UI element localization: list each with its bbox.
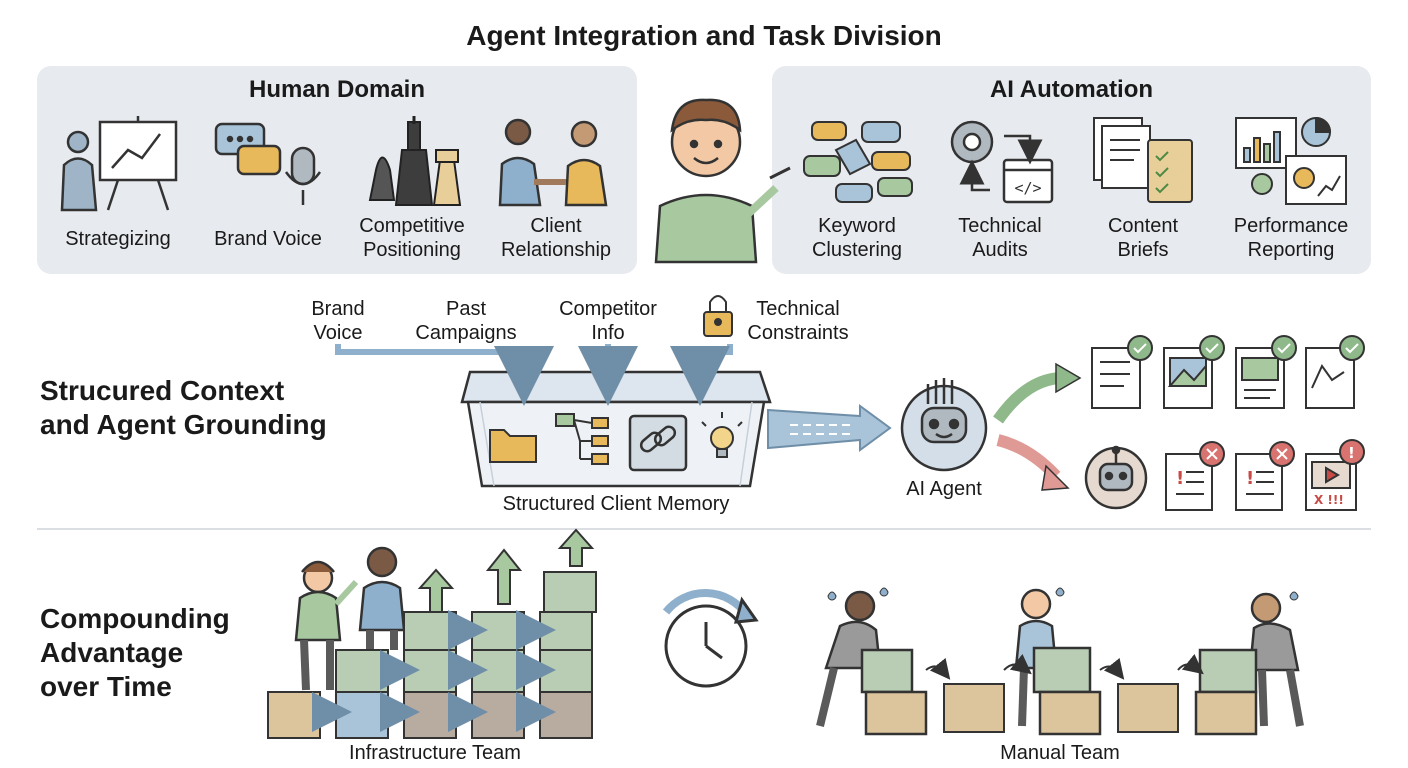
manual-worker-2 <box>1014 588 1102 736</box>
infra-flow-arrows <box>312 610 556 732</box>
human-item-competitive-line1: Competitive <box>359 215 465 237</box>
agent-label: AI Agent <box>906 478 982 500</box>
svg-text:!: ! <box>1246 468 1254 489</box>
compounding-heading-line3: over Time <box>40 671 172 702</box>
document-check-icon <box>1091 335 1153 409</box>
clock-icon <box>662 588 759 688</box>
document-error-icon: ! <box>1235 441 1295 511</box>
manual-worker-1 <box>816 590 928 736</box>
keyword-bubbles-icon <box>803 121 913 203</box>
failed-robot-icon <box>1084 445 1148 510</box>
context-heading-line1: Strucured Context <box>40 375 285 406</box>
svg-text:</>: </> <box>1014 179 1041 197</box>
ai-item-reporting-line2: Reporting <box>1247 239 1335 261</box>
ai-agent-robot-icon <box>900 378 988 472</box>
context-heading-line2: and Agent Grounding <box>40 409 327 440</box>
memory-to-agent-arrow <box>767 404 892 452</box>
infra-people-icon <box>294 546 406 691</box>
input-competitor-line1: Competitor <box>559 298 657 320</box>
video-error-icon: X !!! ! <box>1305 439 1365 511</box>
image-check-icon <box>1163 335 1225 409</box>
svg-text:!: ! <box>1348 444 1355 462</box>
context-input-arrows <box>335 344 733 406</box>
manual-loose-boxes <box>943 683 1179 733</box>
input-past-campaigns-line1: Past <box>445 298 487 320</box>
lock-icon <box>703 295 733 337</box>
success-arrow <box>993 372 1061 424</box>
svg-text:!: ! <box>1176 468 1184 489</box>
input-technical-line1: Technical <box>756 298 840 320</box>
handshake-icon <box>498 118 608 207</box>
ai-item-keyword-line2: Clustering <box>811 239 903 261</box>
input-competitor-line2: Info <box>591 322 625 344</box>
sweat-drops <box>827 587 1299 601</box>
link-icon <box>628 414 688 472</box>
human-domain-heading: Human Domain <box>248 76 425 103</box>
infra-growth-arrows <box>417 528 595 613</box>
svg-text:X !!!: X !!! <box>1314 493 1344 507</box>
presentation-icon <box>60 116 178 212</box>
ai-item-briefs-line2: Briefs <box>1117 239 1169 261</box>
human-item-client-line1: Client <box>530 215 582 237</box>
speech-microphone-icon <box>214 122 322 205</box>
chess-icon <box>368 116 462 206</box>
manual-team-label: Manual Team <box>1000 742 1120 764</box>
input-brand-voice-line1: Brand <box>311 298 365 320</box>
documents-checklist-icon <box>1093 117 1193 203</box>
folder-icon <box>489 429 537 463</box>
ai-item-briefs-line1: Content <box>1107 215 1179 237</box>
compounding-heading-line2: Advantage <box>40 637 184 668</box>
infra-team-label: Infrastructure Team <box>349 742 521 764</box>
ai-item-reporting-line1: Performance <box>1233 215 1349 237</box>
ai-automation-panel <box>772 66 1371 274</box>
memory-label: Structured Client Memory <box>502 493 730 515</box>
manual-worker-3 <box>1194 592 1304 736</box>
ai-item-keyword-line1: Keyword <box>818 215 896 237</box>
manual-flow-arrows <box>925 653 1204 680</box>
image-doc-check-icon <box>1235 335 1297 409</box>
ai-automation-heading: AI Automation <box>989 76 1154 103</box>
human-item-client-line2: Relationship <box>500 239 612 261</box>
input-brand-voice-line2: Voice <box>313 322 363 344</box>
chart-doc-check-icon <box>1305 335 1365 409</box>
human-item-strategizing: Strategizing <box>65 228 171 250</box>
dashboard-charts-icon <box>1235 116 1347 205</box>
document-error-icon: ! <box>1165 441 1225 511</box>
compounding-heading-line1: Compounding <box>40 603 230 634</box>
human-item-brand-voice: Brand Voice <box>214 228 322 250</box>
human-item-competitive-line2: Positioning <box>363 239 461 261</box>
page-title: Agent Integration and Task Division <box>466 20 942 51</box>
person-pointing-icon <box>654 98 791 264</box>
lightbulb-icon <box>701 412 743 458</box>
ai-item-audits-line2: Audits <box>972 239 1028 261</box>
flowchart-icon <box>555 413 609 465</box>
gear-code-icon: </> <box>950 120 1054 204</box>
ai-item-audits-line1: Technical <box>958 215 1042 237</box>
input-technical-line2: Constraints <box>747 322 849 344</box>
input-past-campaigns-line2: Campaigns <box>415 322 517 344</box>
